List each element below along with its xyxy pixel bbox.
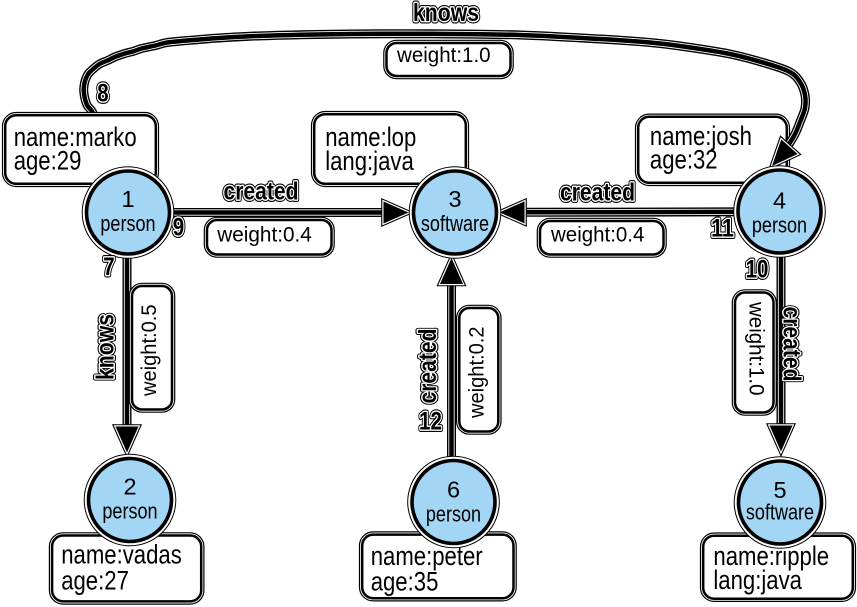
svg-text:10: 10 [746, 256, 769, 284]
svg-text:8: 8 [97, 80, 108, 108]
svg-text:created: created [224, 178, 299, 206]
svg-text:age:29: age:29 [14, 145, 82, 175]
svg-text:12: 12 [419, 408, 442, 436]
svg-text:lang:java: lang:java [713, 565, 802, 595]
svg-text:lang:java: lang:java [325, 146, 414, 176]
svg-text:11: 11 [711, 215, 734, 243]
svg-text:knows: knows [92, 314, 120, 380]
svg-text:2: 2 [123, 474, 136, 500]
svg-text:4: 4 [773, 188, 786, 214]
svg-text:11: 11 [711, 215, 734, 243]
svg-text:9: 9 [173, 214, 184, 242]
svg-text:12: 12 [419, 408, 442, 436]
svg-text:age:32: age:32 [650, 145, 718, 175]
svg-text:person: person [426, 502, 481, 527]
svg-text:created: created [560, 179, 635, 207]
svg-text:6: 6 [447, 477, 460, 503]
svg-text:10: 10 [746, 256, 769, 284]
svg-text:weight:0.4: weight:0.4 [216, 224, 312, 247]
svg-text:created: created [778, 307, 806, 382]
svg-text:person: person [100, 211, 155, 236]
svg-text:knows: knows [413, 0, 479, 27]
svg-text:created: created [414, 329, 442, 404]
svg-text:weight:1.0: weight:1.0 [745, 301, 768, 395]
svg-text:8: 8 [97, 80, 108, 108]
svg-text:created: created [778, 307, 806, 382]
svg-text:name:marko: name:marko [14, 122, 137, 152]
svg-text:7: 7 [103, 253, 114, 281]
svg-text:software: software [421, 211, 489, 236]
svg-text:weight:1.0: weight:1.0 [396, 44, 491, 67]
svg-text:5: 5 [773, 477, 786, 503]
svg-text:weight:0.2: weight:0.2 [466, 327, 489, 419]
svg-text:7: 7 [103, 253, 114, 281]
svg-text:created: created [560, 179, 635, 207]
svg-text:created: created [224, 178, 299, 206]
svg-text:weight:0.4: weight:0.4 [550, 223, 645, 246]
svg-text:age:35: age:35 [371, 567, 439, 597]
svg-text:knows: knows [92, 314, 120, 380]
svg-text:9: 9 [173, 214, 184, 242]
svg-text:person: person [102, 498, 157, 523]
svg-text:name:lop: name:lop [325, 122, 416, 152]
svg-text:name:josh: name:josh [650, 121, 752, 151]
svg-text:weight:0.5: weight:0.5 [138, 305, 161, 397]
svg-text:person: person [752, 213, 807, 238]
svg-text:age:27: age:27 [61, 565, 129, 595]
svg-text:knows: knows [413, 0, 479, 27]
svg-text:software: software [746, 500, 814, 525]
svg-text:1: 1 [121, 186, 134, 212]
svg-text:3: 3 [448, 186, 461, 212]
svg-text:created: created [414, 329, 442, 404]
